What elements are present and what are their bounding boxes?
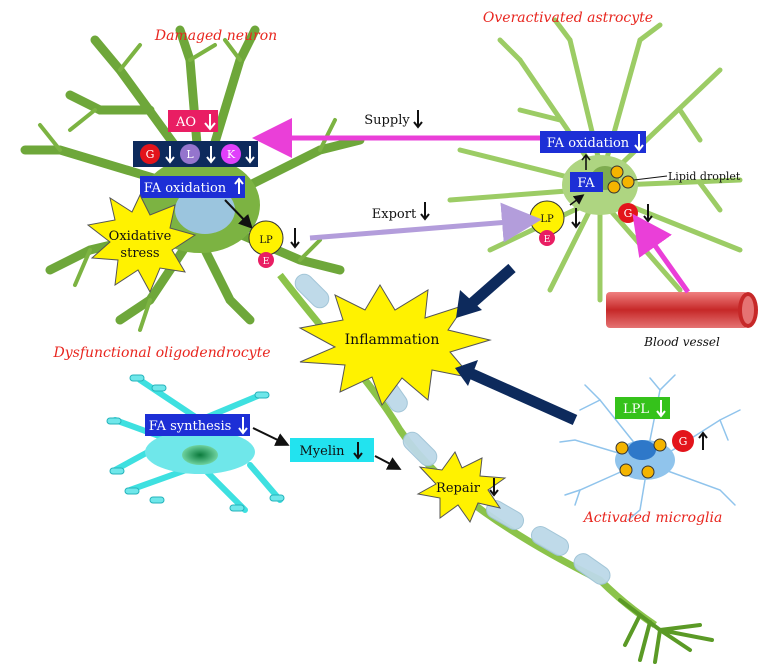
arrow-down-icon [353, 442, 363, 460]
neuron-fa-oxidation-label: FA oxidation [144, 181, 227, 196]
oligodendrocyte-title: Dysfunctional oligodendrocyte [53, 345, 271, 361]
astrocyte-e-label: E [544, 235, 551, 245]
fa-synthesis-label: FA synthesis [149, 419, 232, 434]
arrow-down-icon [656, 400, 666, 418]
lpl-label: LPL [623, 402, 649, 417]
vessel-to-astrocyte-arrow [632, 213, 691, 294]
astrocyte-body [447, 17, 743, 303]
astrocyte-g-label: G [624, 207, 633, 220]
arrow-up-icon [581, 153, 591, 170]
lp-to-fa-arrow [569, 194, 585, 206]
fa-synthesis-to-myelin-arrow [252, 427, 290, 446]
myelin-box: Myelin [290, 438, 374, 462]
myelin-label: Myelin [299, 444, 345, 459]
fa-synthesis-box: FA synthesis [145, 414, 250, 436]
microglia-to-inflammation-arrow [455, 360, 578, 426]
neuron-lp-label: LP [259, 235, 273, 246]
damaged-neuron-title: Damaged neuron [154, 28, 277, 44]
astrocyte-label: Overactivated astrocyte [483, 10, 653, 26]
export-arrow: Export [309, 202, 542, 243]
arrow-down-icon [634, 134, 644, 152]
arrow-up-icon [698, 431, 708, 450]
damaged-neuron-label: Damaged neuron [154, 28, 277, 44]
arrow-down-icon [206, 146, 216, 164]
neuron-lp: LP E [248, 220, 300, 268]
supply-label: Supply [364, 113, 410, 128]
blood-vessel: Blood vessel [606, 213, 758, 349]
arrow-down-icon [413, 110, 423, 129]
oligodendrocyte-label: Dysfunctional oligodendrocyte [53, 345, 271, 361]
microglia-g-label: G [679, 435, 688, 448]
oxidative-stress-star: Oxidative stress [86, 193, 197, 294]
astrocyte-to-inflammation-arrow [456, 263, 516, 318]
astrocyte-title: Overactivated astrocyte [483, 10, 653, 26]
oligodendrocyte-body [106, 374, 285, 513]
glk-row: G L K [133, 141, 258, 167]
arrow-down-icon [245, 146, 255, 164]
arrow-down-icon [290, 228, 300, 249]
arrow-down-icon [165, 146, 175, 164]
export-label: Export [372, 207, 417, 222]
k-label: K [227, 148, 236, 161]
astrocyte-fa-box: FA [570, 153, 603, 192]
lipid-droplets: Lipid droplet [607, 165, 741, 194]
astrocyte-fa-label: FA [577, 176, 595, 191]
fa-to-lp-arrow [224, 199, 253, 229]
repair-label: Repair [436, 481, 481, 496]
ao-label: AO [175, 115, 196, 130]
astrocyte-fa-oxidation-label: FA oxidation [547, 136, 630, 151]
l-label: L [186, 148, 194, 161]
arrow-down-icon [420, 202, 430, 221]
lpl-box: LPL [615, 397, 670, 419]
oxidative-stress-label-1: Oxidative [109, 229, 172, 244]
neuron-fa-oxidation-box: FA oxidation [140, 176, 245, 198]
microglia-label: Activated microglia [582, 510, 723, 526]
astrocyte-fa-oxidation-box: FA oxidation [540, 131, 646, 153]
microglia-body [559, 374, 741, 521]
arrow-down-icon [489, 478, 499, 497]
repair-star: Repair [416, 450, 507, 524]
arrow-down-icon [238, 417, 248, 435]
arrow-up-icon [234, 177, 244, 194]
microglia-title: Activated microglia [582, 510, 723, 526]
lipid-droplet-label: Lipid droplet [668, 170, 741, 183]
microglia-g: G [672, 430, 708, 452]
arrow-down-icon [571, 208, 581, 229]
inflammation-star: Inflammation [298, 284, 492, 407]
astrocyte-lp-label: LP [540, 214, 554, 225]
arrow-down-icon [204, 114, 216, 131]
neuron-e-label: E [263, 257, 270, 267]
oxidative-stress-label-2: stress [120, 246, 159, 261]
ao-box: AO [168, 110, 218, 132]
inflammation-label: Inflammation [345, 332, 440, 348]
g-label: G [146, 148, 155, 161]
supply-arrow: Supply [252, 110, 540, 158]
blood-vessel-label: Blood vessel [643, 335, 720, 349]
myelin-to-repair-arrow [374, 455, 402, 470]
